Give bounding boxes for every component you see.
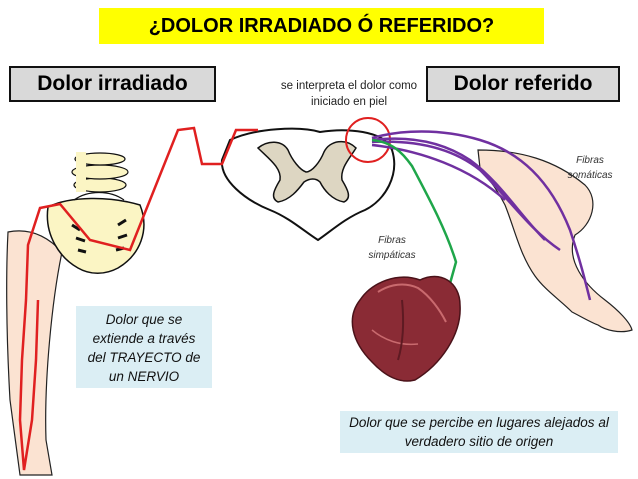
spinal-cord-icon xyxy=(220,127,396,242)
referred-pain-label: Dolor referido xyxy=(426,66,620,102)
page-title: ¿DOLOR IRRADIADO Ó REFERIDO? xyxy=(99,8,544,44)
leg-outline xyxy=(6,230,63,476)
sympathetic-fibers-label: Fibras simpáticas xyxy=(368,235,416,261)
center-note: se interpreta el dolor como iniciado en … xyxy=(280,80,418,108)
referred-pain-description: Dolor que se percibe en lugares alejados… xyxy=(340,411,618,453)
radiated-pain-description: Dolor que se extiende a través del TRAYE… xyxy=(76,306,212,388)
radiated-pain-label: Dolor irradiado xyxy=(9,66,216,102)
highlight-circle xyxy=(345,117,391,163)
somatic-fibers xyxy=(371,130,592,301)
sympathetic-fiber xyxy=(371,138,458,306)
arm-outline xyxy=(477,149,633,333)
radiated-nerve-path xyxy=(18,126,258,471)
heart-icon xyxy=(351,275,461,382)
somatic-fibers-label: Fibras somáticas xyxy=(567,155,613,181)
pelvis-icon xyxy=(46,152,145,274)
